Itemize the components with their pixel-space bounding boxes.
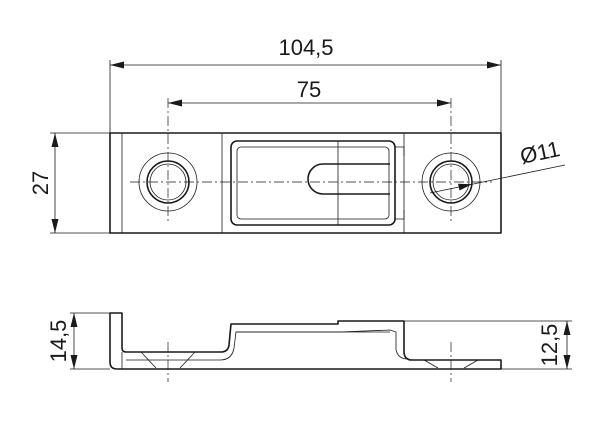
dimension-hole-diameter: Ø11 xyxy=(429,136,566,194)
arrow-head xyxy=(458,183,472,191)
arrow-head xyxy=(70,313,78,327)
bracket-mark-top xyxy=(395,146,405,156)
dim-offset-height-label: 12,5 xyxy=(537,324,562,367)
dim-hole-diameter-label: Ø11 xyxy=(518,136,562,169)
slot xyxy=(307,163,390,195)
dimension-hole-spacing: 75 xyxy=(168,77,451,107)
arrow-head xyxy=(51,133,59,147)
dimension-width: 27 xyxy=(28,132,110,234)
dimension-overall-length: 104,5 xyxy=(109,35,502,133)
dimension-offset-height: 12,5 xyxy=(404,320,572,370)
side-profile-outer xyxy=(109,312,502,370)
dim-overall-length-label: 104,5 xyxy=(278,35,333,60)
arrow-head xyxy=(110,61,124,69)
arrow-head xyxy=(487,61,501,69)
arrow-head xyxy=(51,219,59,233)
window-inner xyxy=(236,146,390,220)
top-view xyxy=(109,98,502,234)
arrow-head xyxy=(563,321,571,335)
countersink-section-right xyxy=(423,359,479,369)
arrow-head xyxy=(70,355,78,369)
bracket-mark-bottom xyxy=(395,210,405,220)
arrow-head xyxy=(563,355,571,369)
side-view xyxy=(109,312,502,382)
dim-total-height-label: 14,5 xyxy=(46,320,71,363)
dimension-total-height: 14,5 xyxy=(46,312,110,370)
window-outer xyxy=(230,140,396,226)
arrow-head xyxy=(168,99,182,107)
dim-width-label: 27 xyxy=(28,171,53,195)
plate-outline xyxy=(109,132,502,234)
dim-hole-spacing-label: 75 xyxy=(297,77,321,102)
countersink-section-left xyxy=(140,351,196,369)
arrow-head xyxy=(437,99,451,107)
